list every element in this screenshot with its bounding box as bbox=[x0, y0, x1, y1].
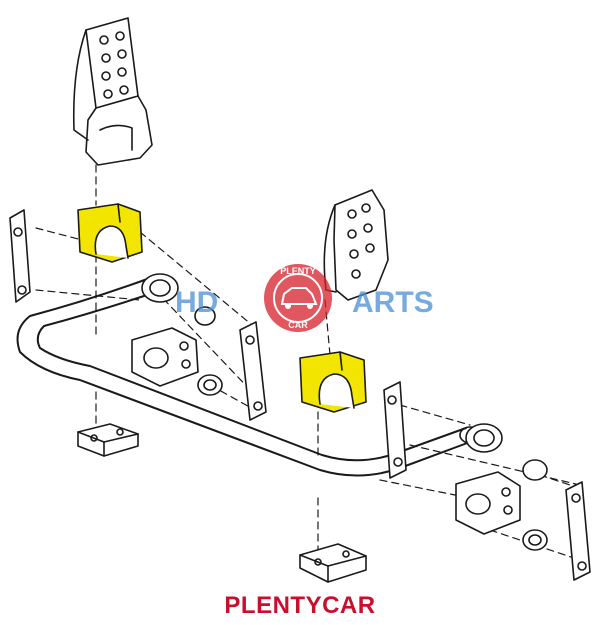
left-end-link bbox=[131, 327, 199, 387]
watermark-badge-bottom: CAR bbox=[288, 320, 308, 330]
center-right-plate bbox=[383, 381, 407, 479]
watermark-right-text: ARTS bbox=[352, 286, 434, 319]
watermark: HD ARTS PLENTY CAR bbox=[175, 264, 434, 332]
center-yellow-bushing bbox=[299, 351, 367, 413]
left-plate bbox=[9, 209, 31, 303]
middle-plate bbox=[239, 321, 267, 421]
watermark-badge-top: PLENTY bbox=[280, 266, 316, 276]
right-plate bbox=[565, 481, 591, 581]
left-frame-bracket bbox=[72, 17, 153, 166]
left-end-bushing bbox=[141, 273, 223, 396]
right-end-link bbox=[455, 471, 521, 535]
left-yellow-bushing bbox=[77, 203, 143, 263]
center-frame-bracket bbox=[323, 189, 389, 301]
car-icon bbox=[280, 287, 318, 305]
right-end-bushing bbox=[465, 423, 548, 551]
center-base-block bbox=[299, 543, 367, 583]
watermark-left-text: HD bbox=[175, 286, 218, 319]
caption-plentycar: PLENTYCAR bbox=[224, 592, 376, 619]
left-base-block bbox=[77, 423, 139, 457]
